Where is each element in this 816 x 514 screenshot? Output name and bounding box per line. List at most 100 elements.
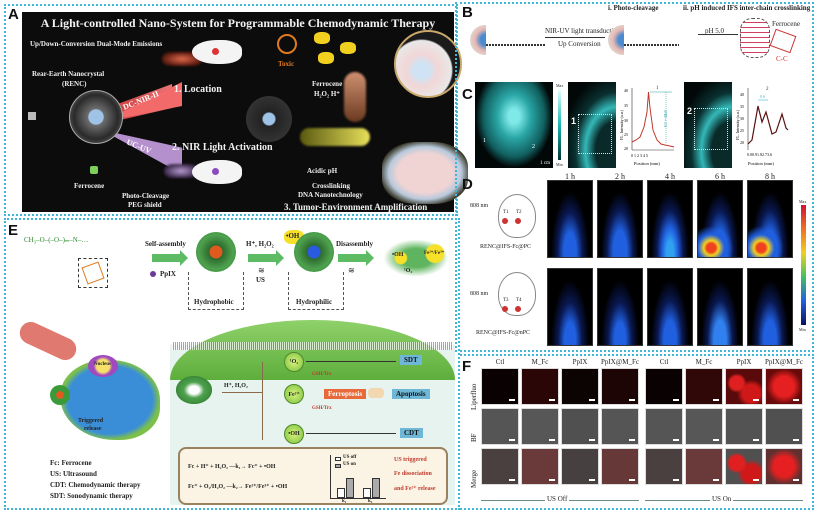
up-conversion-label: Up Conversion <box>558 40 601 48</box>
arrow-to-sdt <box>306 361 396 362</box>
svg-text:Position (mm): Position (mm) <box>634 161 660 166</box>
oh-burst-icon <box>340 42 356 54</box>
gsh-trx-label-2: GSH/Trx <box>312 406 332 411</box>
ppix-label: PpIX <box>160 270 176 278</box>
panel-a-letter: A <box>8 6 19 23</box>
cc-label: C-C <box>776 55 788 63</box>
tumor-t4-icon <box>515 306 521 312</box>
hydrophobic-label: Hydrophobic <box>194 298 234 306</box>
peg-nanoparticle-icon <box>246 96 292 142</box>
ferrocene-icon <box>90 166 98 174</box>
amplification-arrow-icon <box>300 128 370 146</box>
renc-label: Rear-Earth Nanocrystal <box>32 70 105 78</box>
micelle-hydrophilic-icon <box>294 232 334 272</box>
svg-text:35: 35 <box>740 104 744 109</box>
snr-annotation: SNR = 1.9 <box>663 110 668 127</box>
toxic-label: Toxic <box>278 60 295 68</box>
mouse-location-icon <box>192 40 242 64</box>
f-bf-mfc-on <box>685 408 723 445</box>
f-liperfluo-ppixmfc-on <box>765 368 803 405</box>
colorbar-d-min: Min <box>799 327 806 332</box>
f-liperfluo-ppix-off <box>561 368 599 405</box>
d-image-npc-1h <box>547 268 593 346</box>
note-line-3: and Fe²⁺ release <box>394 486 436 492</box>
abbreviation-legend: Fc: Ferrocene US: Ultrasound CDT: Chemod… <box>50 458 140 502</box>
disassembled-micelle-icon <box>378 236 454 280</box>
f-merge-ctl-off <box>481 448 519 485</box>
nanocrystal-icon <box>69 90 123 144</box>
us-label: US <box>256 276 265 284</box>
mini-bar-chart: US off US on <box>330 455 386 499</box>
k1-label: k₁ <box>342 499 347 504</box>
svg-text:FL. Intensity (a.u.): FL. Intensity (a.u.) <box>620 109 624 140</box>
roi-1-label: 1 <box>571 116 577 126</box>
mouse-fluorescence-image: 1 2 1 cm <box>475 82 553 168</box>
nir-uv-label: NIR-UV light transduction <box>545 27 621 35</box>
dna-nanotech-label: DNA Nanotechnology <box>298 191 363 199</box>
f-bf-ctl-off <box>481 408 519 445</box>
panel-f-frame <box>460 354 814 510</box>
svg-text:FL. Intensity (a.u.): FL. Intensity (a.u.) <box>736 109 740 140</box>
f-liperfluo-mfc-on <box>685 368 723 405</box>
svg-text:20: 20 <box>740 140 744 145</box>
bar-k2-off <box>363 488 371 498</box>
micelle-hydrophobic-icon <box>196 232 236 272</box>
d-image-npc-4h <box>647 268 693 346</box>
cdt-tag: CDT <box>400 428 423 438</box>
svg-text:20: 20 <box>624 146 628 151</box>
ppix-icon <box>150 271 156 277</box>
arrow-to-cdt <box>306 433 396 434</box>
svg-text:1: 1 <box>656 86 659 91</box>
f-bf-ppix-on <box>725 408 763 445</box>
d-image-pc-6h <box>697 180 743 258</box>
f-liperfluo-ppixmfc-off <box>601 368 639 405</box>
panel-c-letter: C <box>462 86 473 103</box>
col-ctl-off: Ctl <box>495 358 505 366</box>
panel-f-letter: F <box>462 358 472 375</box>
mouse-diagram-npc <box>498 272 536 316</box>
tumor-t1-icon <box>502 218 508 224</box>
note-line-1: US triggered <box>394 457 427 463</box>
activation-arrow-icon <box>164 164 198 178</box>
dna-strand <box>486 44 546 46</box>
group-pc-label: RENC@IFS-Fc@PC <box>480 244 532 250</box>
legend-off-swatch <box>335 457 341 461</box>
equation-1: Fc + H⁺ + H₂O₂ —k₁→ Fc⁺ + •OH <box>188 464 276 470</box>
roi-1-zoom-image: 1 <box>568 82 616 168</box>
us-off-label: US Off <box>545 495 570 503</box>
legend-us: US: Ultrasound <box>50 470 97 478</box>
laser-label-2: 808 nm <box>470 291 489 297</box>
scale-label: 1 cm <box>540 161 550 166</box>
f-merge-mfc-on <box>685 448 723 485</box>
self-assembly-label: Self-assembly <box>145 240 186 248</box>
f-merge-ppix-on <box>725 448 763 485</box>
legend-fc: Fc: Ferrocene <box>50 459 92 467</box>
ferrocene-h2o2-label: Ferrocene <box>312 80 343 88</box>
oh-release-label: •OH <box>392 252 404 258</box>
o2-release-label: ¹O₂ <box>404 268 413 274</box>
pathway-arrow <box>222 392 262 393</box>
mouse-activation-icon <box>192 160 242 184</box>
d-image-pc-4h <box>647 180 693 258</box>
col-ppix-mfc-on: PpIX@M_Fc <box>765 358 803 366</box>
micelle-fragment-icon <box>176 376 212 404</box>
t4-label: T4 <box>516 298 522 303</box>
fe-release-label: Fe²⁺/Fe³⁺ <box>424 251 445 256</box>
toxic-icon <box>277 34 297 54</box>
tumor-t2-icon <box>515 218 521 224</box>
nucleus-label: Nucleus <box>94 362 111 367</box>
h-h2o2-label: H⁺, H₂O₂ <box>246 240 274 248</box>
svg-text:40: 40 <box>740 92 744 97</box>
roi-2-box <box>694 108 728 150</box>
d-image-pc-8h <box>747 180 793 258</box>
svg-text:25: 25 <box>740 128 744 133</box>
sdt-tag: SDT <box>400 355 422 365</box>
ferroptosis-tag: Ferroptosis <box>324 389 367 399</box>
node-hydroxyl: •OH <box>284 424 304 444</box>
oh-burst-icon <box>314 32 330 44</box>
col-mfc-off: M_Fc <box>531 358 549 366</box>
mouse-diagram-pc <box>498 194 536 238</box>
ph-label: pH 5.0 <box>705 27 725 35</box>
